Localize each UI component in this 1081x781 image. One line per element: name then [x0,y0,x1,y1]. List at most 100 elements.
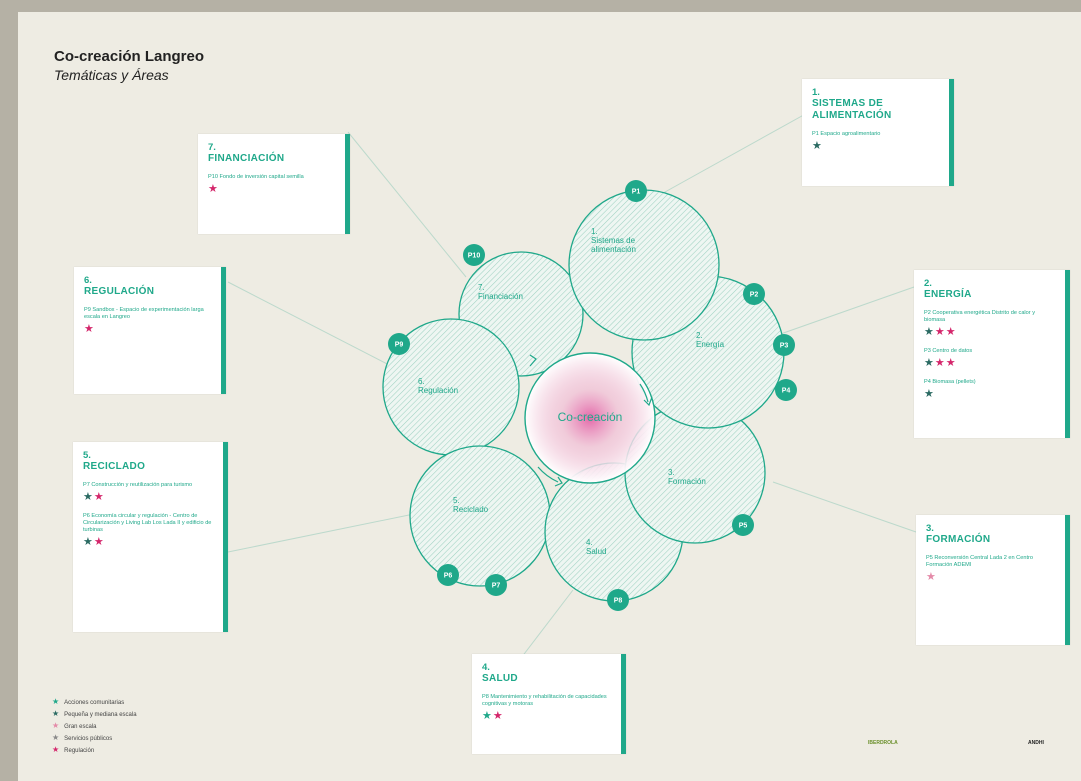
card-number: 3. [926,523,934,534]
legend-star-icon: ★ [52,721,60,730]
card-project-item: P8 Mantenimiento y rehabilitación de cap… [482,694,607,707]
card-project-item: P5 Reconversión Central Lada 2 en Centro… [926,555,1033,568]
line-to-card-1 [655,106,819,198]
legend-item-large: ★ Gran escala [52,722,97,731]
star-regulation-icon: ★ [934,326,946,338]
star-large-icon: ★ [926,571,937,583]
area-label-5: 5.Reciclado [453,496,489,514]
star-regulation-icon: ★ [93,536,105,548]
card-number: 4. [482,662,490,673]
card-formacion: 3.FORMACIÓN P5 Reconversión Central Lada … [916,515,1070,645]
legend-star-icon: ★ [52,745,60,754]
card-title: ENERGÍA [924,289,972,300]
line-to-card-3 [772,481,917,533]
project-badge-p1: P1 [625,180,647,202]
card-project-item: P2 Cooperativa energética Distrito de ca… [924,310,1035,323]
card-energia: 2.ENERGÍA P2 Cooperativa energética Distr… [914,270,1070,438]
svg-text:P6: P6 [444,573,453,580]
project-badge-p9: P9 [388,333,410,355]
card-project-stars: ★★★ [924,326,1055,339]
project-badge-p10: P10 [463,244,485,266]
card-number: 6. [84,275,92,286]
legend-item-regulation: ★ Regulación [52,746,94,755]
star-sme-icon: ★ [924,357,935,369]
star-community-icon: ★ [482,710,493,722]
page-subtitle: Temáticas y Áreas [54,67,169,83]
svg-text:P3: P3 [780,343,789,350]
legend-item-sme: ★ Pequeña y mediana escala [52,710,137,719]
page-title: Co-creación Langreo [54,48,205,65]
card-title: FORMACIÓN [926,534,991,545]
card-number: 2. [924,278,932,289]
card-project-item: P4 Biomasa (pellets) [924,379,976,385]
line-to-card-6 [227,281,394,368]
project-badge-p4: P4 [775,379,797,401]
card-project-stars: ★ [812,140,939,153]
star-regulation-icon: ★ [492,710,504,722]
card-project-stars: ★ [208,183,335,196]
legend-label: Regulación [64,748,95,754]
card-project-stars: ★★ [83,536,213,549]
svg-text:P9: P9 [395,342,404,349]
svg-text:P1: P1 [632,189,641,196]
card-project-stars: ★★★ [924,357,1055,370]
star-regulation-icon: ★ [208,183,219,195]
card-title: SALUD [482,673,518,684]
star-sme-icon: ★ [83,536,94,548]
project-badge-p2: P2 [743,283,765,305]
card-title: REGULACIÓN [84,286,155,297]
star-regulation-icon: ★ [934,357,946,369]
project-badge-p5: P5 [732,514,754,536]
star-regulation-icon: ★ [84,323,95,335]
svg-text:P8: P8 [614,598,623,605]
card-title: FINANCIACIÓN [208,153,285,164]
line-to-card-7 [347,131,467,278]
cycle-arrow-2 [537,466,559,483]
svg-text:P5: P5 [739,523,748,530]
legend-label: Acciones comunitarias [64,700,125,706]
card-reciclado: 5.RECICLADO P7 Construcción y reutilizaci… [73,442,228,632]
logo-andhi: ANDHI [1028,740,1044,746]
area-circle-reciclado [409,445,551,587]
star-sme-icon: ★ [812,140,823,152]
line-to-card-2 [757,286,915,343]
star-regulation-icon: ★ [93,491,105,503]
area-label-6: 6.Regulación [418,377,458,395]
card-project-stars: ★ [926,571,1055,584]
card-number: 7. [208,142,216,153]
cycle-arrow-1 [639,383,649,403]
legend-label: Servicios públicos [64,736,113,742]
area-label-4: 4.Salud [586,538,606,556]
logo-iberdrola: IBERDROLA [868,740,898,746]
card-project-item: P1 Espacio agroalimentario [812,131,881,137]
card-project-stars: ★ [924,388,1055,401]
area-label-2: 2.Energía [696,331,725,349]
card-project-item: P9 Sandbox - Espacio de experimentación … [84,307,204,320]
area-label-7: 7.Financiación [478,283,523,301]
area-label-3: 3.Formación [668,468,706,486]
card-number: 5. [83,450,91,461]
center-label: Co-creación [558,410,623,424]
svg-text:P7: P7 [492,583,501,590]
svg-text:P4: P4 [782,388,791,395]
card-salud: 4.SALUD P8 Mantenimiento y rehabilitación… [472,654,626,754]
card-project-item: P7 Construcción y reutilización para tur… [83,482,193,488]
project-badge-p8: P8 [607,589,629,611]
area-circle-sistemas [568,189,720,341]
card-project-item: P3 Centro de datos [924,348,973,354]
svg-text:P2: P2 [750,292,759,299]
project-badge-p7: P7 [485,574,507,596]
co-creation-center [524,352,656,484]
legend-label: Pequeña y mediana escala [64,712,137,718]
star-regulation-icon: ★ [945,326,957,338]
card-title: RECICLADO [83,461,146,472]
card-regulacion: 6.REGULACIÓN P9 Sandbox - Espacio de expe… [74,267,226,394]
card-number: 1. [812,87,820,98]
legend-star-icon: ★ [52,709,60,718]
star-regulation-icon: ★ [945,357,957,369]
legend-label: Gran escala [64,724,97,730]
card-project-stars: ★ [84,323,211,336]
card-title: SISTEMAS DE ALIMENTACIÓN [812,98,892,121]
